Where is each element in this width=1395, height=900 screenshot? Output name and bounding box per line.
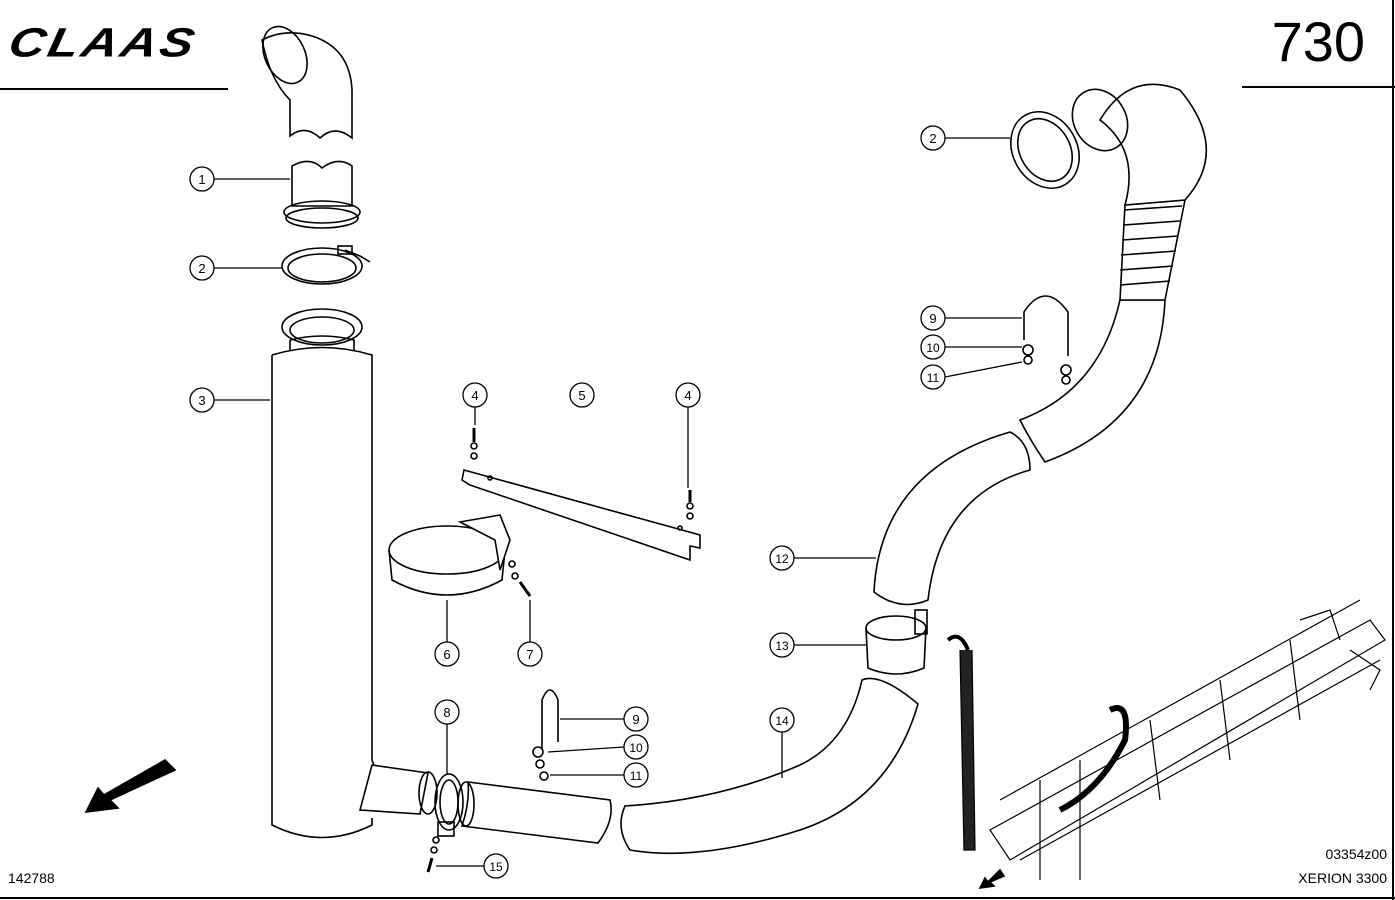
callout-14: 14 [769,707,795,778]
callout-10-left: 10 [547,734,649,760]
v-band-clamp-left [281,245,371,285]
callout-3: 3 [189,387,270,413]
svg-text:14: 14 [775,714,789,728]
flex-pipe-section [1119,199,1186,301]
svg-text:7: 7 [526,647,533,662]
callout-6: 6 [434,600,460,667]
callout-11-right: 11 [920,361,1023,390]
header-rule-left [0,88,228,90]
svg-text:8: 8 [443,705,450,720]
bolt-4-right [686,490,694,520]
callout-10-right: 10 [920,334,1022,360]
callout-12: 12 [769,545,876,571]
bolt-7 [508,560,532,597]
callout-2-right: 2 [920,125,1010,151]
callout-1: 1 [189,166,290,192]
forward-direction-arrow [84,759,177,813]
svg-text:1: 1 [198,172,205,187]
image-code: 03354z00 [1325,846,1387,862]
callout-11-left: 11 [550,762,649,788]
callout-7: 7 [517,600,543,667]
callout-15: 15 [436,853,509,879]
callout-5: 5 [569,382,595,408]
svg-text:6: 6 [443,647,450,662]
intermediate-pipe [457,781,612,844]
callout-8: 8 [434,699,460,774]
tail-pipe-section [283,160,361,229]
pipe-clamp-middle [865,609,928,675]
u-bolt-right [1022,295,1072,385]
callout-2-left: 2 [189,255,282,281]
muffler-strap [388,514,511,596]
drawing-id: 142788 [8,870,55,886]
muffler-flange [281,308,363,346]
vehicle-frame-inset [946,599,1386,880]
header-rule-right [1242,86,1395,88]
model-name: XERION 3300 [1298,870,1387,886]
svg-text:4: 4 [471,388,478,403]
svg-text:12: 12 [775,552,789,566]
svg-text:11: 11 [630,769,643,783]
svg-text:15: 15 [489,860,503,874]
bent-pipe-lower [620,677,919,855]
top-right-elbow [1071,83,1208,206]
muffler-outlet-pipe [358,764,438,815]
svg-text:11: 11 [927,371,940,385]
callout-9-left: 9 [560,706,649,732]
bolt-4-left [470,428,478,460]
svg-text:5: 5 [578,388,585,403]
callout-13: 13 [769,632,866,658]
muffler-body [271,335,376,839]
bolt-15 [426,836,440,873]
callout-9-right: 9 [920,305,1022,331]
v-band-clamp-right [1010,111,1080,189]
exhaust-top-elbow [261,25,353,140]
svg-text:2: 2 [198,261,205,276]
callout-4-left: 4 [462,382,488,425]
svg-text:4: 4 [684,388,691,403]
bent-pipe-upper [873,299,1166,606]
callout-4-right: 4 [675,382,701,488]
small-direction-arrow [978,868,1006,890]
svg-text:10: 10 [629,741,643,755]
svg-text:9: 9 [929,311,936,326]
support-bracket [461,469,701,562]
svg-text:2: 2 [929,131,936,146]
svg-text:10: 10 [926,341,940,355]
svg-text:9: 9 [632,712,639,727]
page-number: 730 [1271,10,1365,73]
u-bolt-left [532,689,559,781]
svg-text:3: 3 [198,393,205,408]
svg-text:13: 13 [775,639,789,653]
